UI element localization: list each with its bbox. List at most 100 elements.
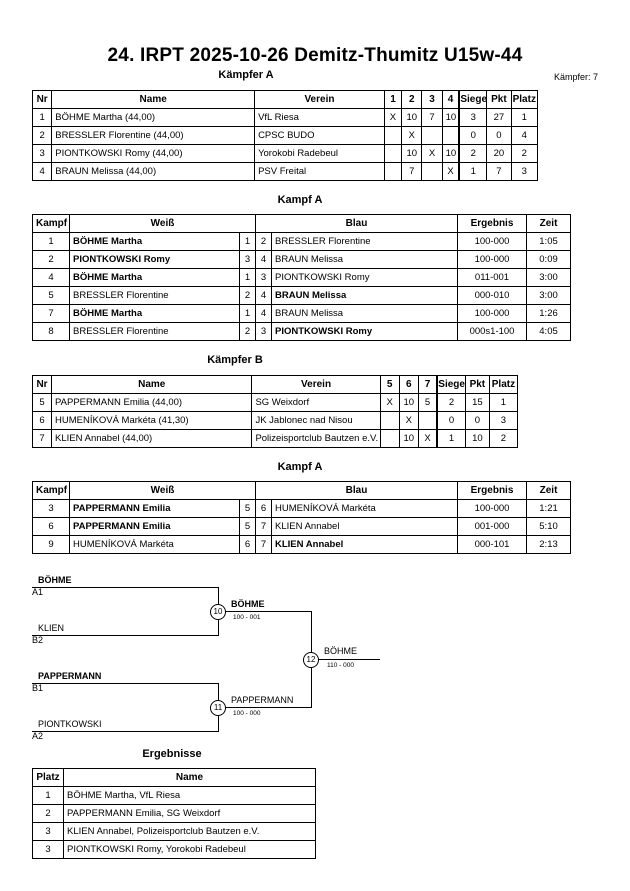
bracket-line — [225, 707, 312, 708]
col-header: Weiß — [69, 214, 256, 233]
bracket-seed-4: A2 — [32, 731, 44, 741]
white-fighter: BÖHME Martha — [69, 304, 240, 323]
semi2-score: 100 - 000 — [233, 710, 261, 717]
fight-number: 7 — [32, 304, 70, 323]
table-cell — [383, 144, 403, 163]
col-header: Name — [51, 90, 256, 109]
table-cell: Polizeisportclub Bautzen e.V. — [251, 429, 381, 448]
result-name: BÖHME Martha, VfL Riesa — [63, 786, 316, 805]
col-header: 7 — [417, 375, 438, 394]
fight-number: 8 — [32, 322, 70, 341]
table-cell — [421, 162, 443, 181]
table-cell: 0 — [486, 126, 512, 145]
table-cell: 0 — [436, 411, 466, 430]
white-number: 1 — [239, 268, 256, 287]
table-cell: 7 — [421, 108, 443, 127]
blue-number: 4 — [255, 304, 272, 323]
table-cell: 4 — [31, 162, 53, 181]
blue-fighter: PIONTKOWSKI Romy — [270, 268, 459, 287]
white-fighter: HUMENÍKOVÁ Markéta — [69, 535, 240, 554]
table-cell: 1 — [510, 108, 539, 127]
bracket-line — [32, 683, 218, 684]
table-cell: KLIEN Annabel (44,00) — [51, 429, 253, 448]
table-cell: 0 — [464, 411, 490, 430]
table-cell: 3 — [510, 162, 539, 181]
fight-result: 100-000 — [457, 250, 528, 269]
white-number: 1 — [239, 232, 256, 251]
fight-time: 1:05 — [526, 232, 572, 251]
white-number: 5 — [239, 499, 256, 518]
col-header: Ergebnis — [457, 214, 528, 233]
semi2-winner: PAPPERMANN — [231, 695, 294, 705]
white-fighter: PIONTKOWSKI Romy — [69, 250, 240, 269]
final-winner: BÖHME — [324, 646, 358, 656]
table-cell: X — [383, 108, 403, 127]
fight-time: 1:26 — [526, 304, 572, 323]
table-cell: PSV Freital — [254, 162, 385, 181]
semi1-score: 100 - 001 — [233, 614, 261, 621]
blue-fighter: KLIEN Annabel — [270, 535, 459, 554]
table-cell: SG Weixdorf — [251, 393, 381, 412]
table-cell: 15 — [464, 393, 490, 412]
fight-time: 2:13 — [526, 535, 572, 554]
fight-result: 001-000 — [457, 517, 528, 536]
bracket-player-2: KLIEN — [38, 623, 65, 633]
table-cell: X — [421, 144, 443, 163]
white-number: 1 — [239, 304, 256, 323]
white-number: 3 — [239, 250, 256, 269]
fight-result: 000-101 — [457, 535, 528, 554]
result-name: KLIEN Annabel, Polizeisportclub Bautzen … — [63, 822, 316, 841]
table-cell: 7 — [401, 162, 423, 181]
blue-fighter: PIONTKOWSKI Romy — [270, 322, 459, 341]
table-cell: 10 — [441, 144, 460, 163]
table-cell: 2 — [31, 126, 53, 145]
fight-time: 5:10 — [526, 517, 572, 536]
bracket-seed-1: A1 — [32, 587, 44, 597]
fights-b-heading: Kampf A — [277, 461, 323, 473]
table-cell: 2 — [436, 393, 466, 412]
col-header: Ergebnis — [457, 481, 528, 500]
table-cell: 4 — [510, 126, 539, 145]
bracket-player-1: BÖHME — [38, 575, 72, 585]
table-cell — [441, 126, 460, 145]
table-cell: 3 — [488, 411, 519, 430]
table-cell: 3 — [31, 144, 53, 163]
table-cell — [383, 162, 403, 181]
blue-fighter: BRAUN Melissa — [270, 304, 459, 323]
bracket-line — [32, 587, 218, 588]
fight-number: 5 — [32, 286, 70, 305]
col-header: Nr — [31, 90, 53, 109]
final-score: 110 - 000 — [327, 662, 354, 669]
table-cell: X — [417, 429, 438, 448]
table-cell: 2 — [510, 144, 539, 163]
table-cell: 7 — [31, 429, 53, 448]
table-cell: 5 — [417, 393, 438, 412]
fight-number: 6 — [32, 517, 70, 536]
blue-fighter: BRESSLER Florentine — [270, 232, 459, 251]
table-cell: PIONTKOWSKI Romy (44,00) — [51, 144, 256, 163]
white-fighter: BÖHME Martha — [69, 268, 240, 287]
table-cell: BRESSLER Florentine (44,00) — [51, 126, 256, 145]
col-header: Name — [63, 768, 316, 787]
fight-result: 000s1-100 — [457, 322, 528, 341]
table-cell: BÖHME Martha (44,00) — [51, 108, 256, 127]
table-cell: 1 — [488, 393, 519, 412]
blue-fighter: HUMENÍKOVÁ Markéta — [270, 499, 459, 518]
white-fighter: BÖHME Martha — [69, 232, 240, 251]
table-cell: 5 — [31, 393, 53, 412]
col-header: 3 — [421, 90, 443, 109]
col-header: Weiß — [69, 481, 256, 500]
col-header: Zeit — [526, 481, 572, 500]
fight-number: 3 — [32, 499, 70, 518]
col-header: Siege — [458, 90, 488, 109]
table-cell — [379, 429, 400, 448]
blue-number: 4 — [255, 250, 272, 269]
blue-number: 7 — [255, 535, 272, 554]
table-cell: 27 — [486, 108, 512, 127]
bracket-fight-number: 12 — [303, 652, 319, 668]
table-cell: 10 — [401, 108, 423, 127]
